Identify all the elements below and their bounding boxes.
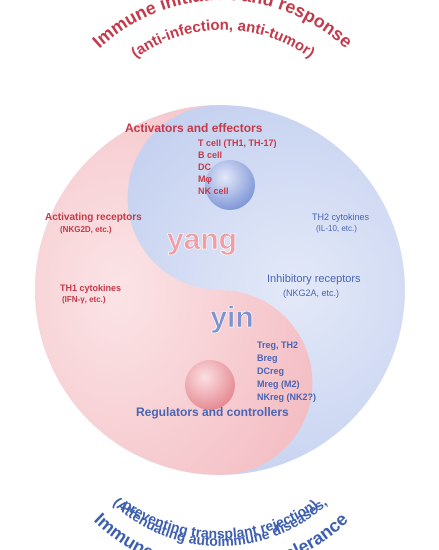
activating-receptors-title: Activating receptors [45,212,142,223]
yin-cell-dcreg: DCreg [257,366,285,376]
yang-cell-list: T cell (TH1, TH-17) B cell DC Mφ NK cell [198,137,277,197]
th2-cytokines-title: TH2 cytokines [312,212,370,222]
th1-cytokines-title: TH1 cytokines [60,283,122,293]
th2-cytokines-note: (IL-10, etc.) [316,224,357,233]
yin-cell-nkreg: NKreg (NK2?) [257,392,317,402]
yang-label: yang [167,223,237,256]
yin-cell-list: Treg, TH2 Breg DCreg Mreg (M2) NKreg (NK… [257,339,316,404]
yang-cell-dc: DC [198,162,211,172]
yang-cell-t: T cell (TH1, TH-17) [198,138,277,148]
activating-receptors-note: (NKG2D, etc.) [60,225,112,234]
yang-region [35,105,313,475]
bottom-arc-subtitle-2: preventing transplant rejection) [120,496,320,542]
yin-dot [185,360,235,410]
top-arc-subtitle: (anti-infection, anti-tumor) [128,17,318,62]
th1-cytokines-note: (IFN-γ, etc.) [62,295,106,304]
yin-cell-breg: Breg [257,353,278,363]
yang-cell-macrophage: Mφ [198,174,212,184]
inhibitory-receptors-note: (NKG2A, etc.) [283,288,340,298]
yang-cell-b: B cell [198,150,223,160]
yin-cell-mreg: Mreg (M2) [257,379,300,389]
yang-heading: Activators and effectors [125,121,263,135]
inhibitory-receptors-title: Inhibitory receptors [267,273,361,285]
yin-heading: Regulators and controllers [136,405,289,419]
yang-cell-nk: NK cell [198,186,229,196]
yin-label: yin [210,301,253,334]
yin-cell-treg: Treg, TH2 [257,340,299,350]
yang-dot [205,160,255,210]
